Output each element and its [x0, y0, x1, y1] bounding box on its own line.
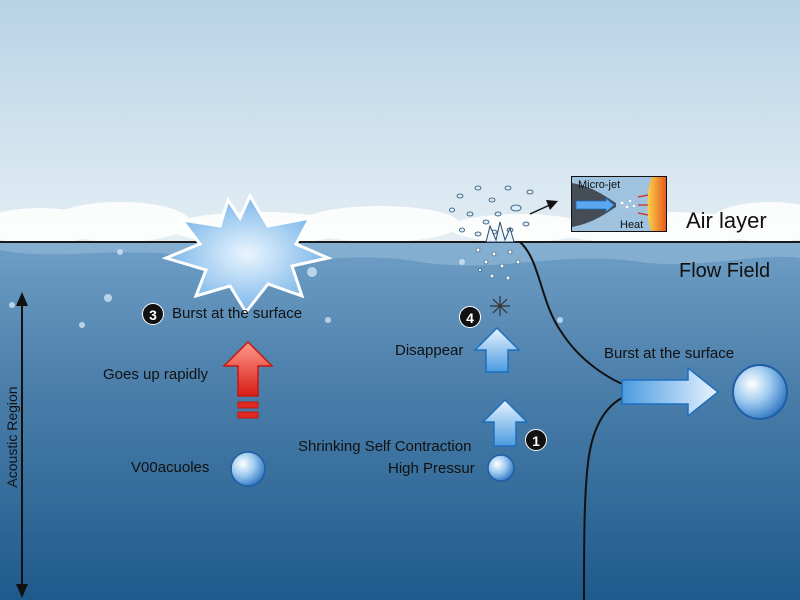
water-body [0, 242, 800, 600]
goes-up-red-arrow [222, 340, 274, 397]
acoustic-region-label: Acoustic Region [4, 386, 20, 488]
burst-starburst [161, 192, 333, 315]
acoustic-axis-arrowhead-top [16, 292, 28, 306]
flow-field-curve [519, 241, 633, 389]
shrinking-blue-arrow [481, 398, 529, 447]
burst-bubble-large [732, 364, 788, 420]
air-layer-label: Air layer [686, 208, 767, 233]
sparkle-icon [490, 296, 510, 316]
shrinking-label: Shrinking Self Contraction [298, 438, 472, 455]
step-1-badge: 1 [525, 429, 547, 451]
vacuoles-label: V00acuoles [131, 459, 210, 476]
burst-right-blue-arrow [621, 366, 720, 418]
micro-jet-label: Micro-jet [578, 179, 621, 191]
burst-surface-label-left: Burst at the surface [172, 305, 303, 322]
disappear-label: Disappear [395, 342, 464, 359]
high-pressure-label: High Pressur [388, 460, 475, 477]
red-arrow-bar-2 [237, 411, 259, 419]
vacuole-bubble [230, 451, 266, 487]
step-4-badge: 4 [459, 306, 481, 328]
flow-field-label: Flow Field [679, 260, 771, 282]
micro-jet-inset: Micro-jet Heat [571, 176, 667, 232]
splash-crown [485, 221, 515, 243]
acoustic-axis-arrowhead-bottom [16, 584, 28, 598]
micro-jet-inset-graphic [572, 177, 666, 231]
burst-surface-label-right: Burst at the surface [604, 345, 735, 362]
inset-pointer-arrowhead [546, 200, 558, 210]
red-arrow-bar-1 [237, 401, 259, 409]
disappear-blue-arrow [473, 326, 521, 373]
heat-label: Heat [620, 219, 644, 231]
splash-droplets [449, 185, 534, 237]
goes-up-label: Goes up rapidly [103, 366, 209, 383]
flow-field-curve-lower [583, 393, 633, 600]
rising-bubbles [475, 247, 521, 281]
step-3-badge: 3 [142, 303, 164, 325]
high-pressure-bubble [487, 454, 515, 482]
